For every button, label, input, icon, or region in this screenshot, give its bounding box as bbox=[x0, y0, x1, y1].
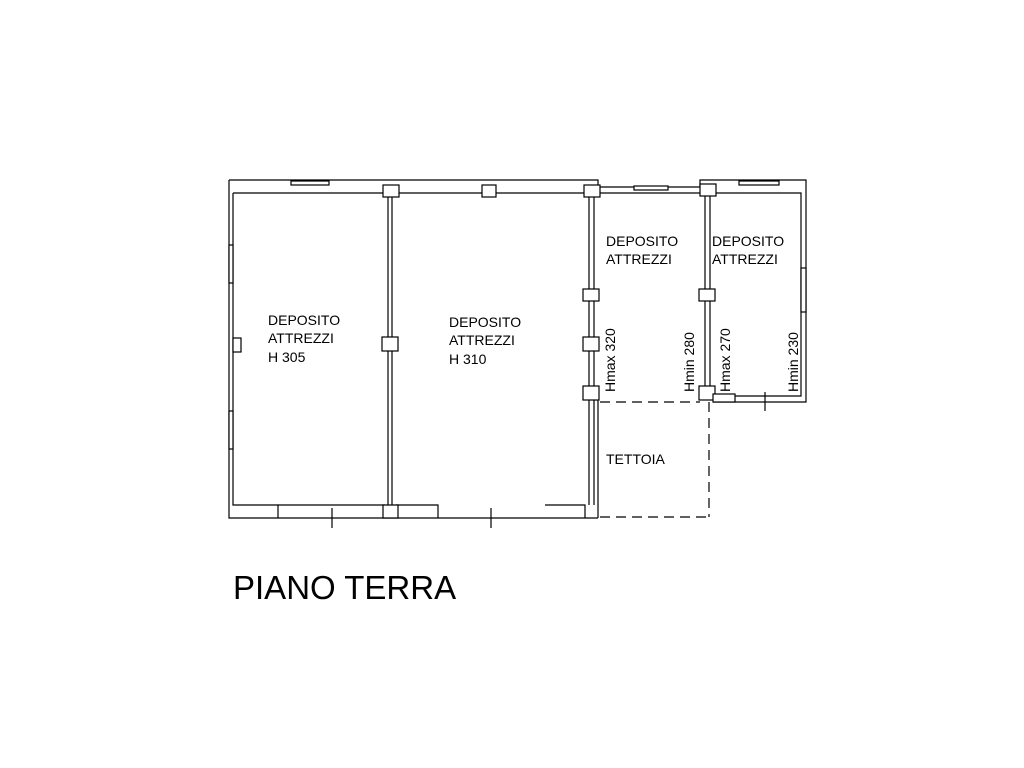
room-4-line1: DEPOSITO bbox=[712, 233, 784, 249]
room-label-3: DEPOSITO ATTREZZI bbox=[606, 233, 678, 267]
room-1-line3: H 305 bbox=[268, 349, 306, 365]
height-label-hmax-320: Hmax 320 bbox=[602, 328, 618, 392]
room-2-line3: H 310 bbox=[449, 351, 487, 367]
windows bbox=[228, 180, 807, 450]
room-2-line2: ATTREZZI bbox=[449, 332, 515, 348]
height-label-hmax-270: Hmax 270 bbox=[717, 328, 733, 392]
door-ticks bbox=[331, 392, 766, 528]
canopy-outline bbox=[600, 401, 710, 518]
pillars bbox=[232, 183, 736, 519]
plan-title: PIANO TERRA bbox=[233, 569, 456, 606]
room-3-line1: DEPOSITO bbox=[606, 233, 678, 249]
height-label-hmin-280: Hmin 280 bbox=[681, 332, 697, 392]
canopy-label: TETTOIA bbox=[606, 451, 666, 467]
room-1-line2: ATTREZZI bbox=[268, 330, 334, 346]
room-1-line1: DEPOSITO bbox=[268, 312, 340, 328]
height-label-hmin-230: Hmin 230 bbox=[785, 332, 801, 392]
room-2-line1: DEPOSITO bbox=[449, 314, 521, 330]
room-label-1: DEPOSITO ATTREZZI H 305 bbox=[268, 312, 340, 365]
room-3-line2: ATTREZZI bbox=[606, 251, 672, 267]
room-label-4: DEPOSITO ATTREZZI bbox=[712, 233, 784, 267]
room-label-2: DEPOSITO ATTREZZI H 310 bbox=[449, 314, 521, 367]
room-4-line2: ATTREZZI bbox=[712, 251, 778, 267]
